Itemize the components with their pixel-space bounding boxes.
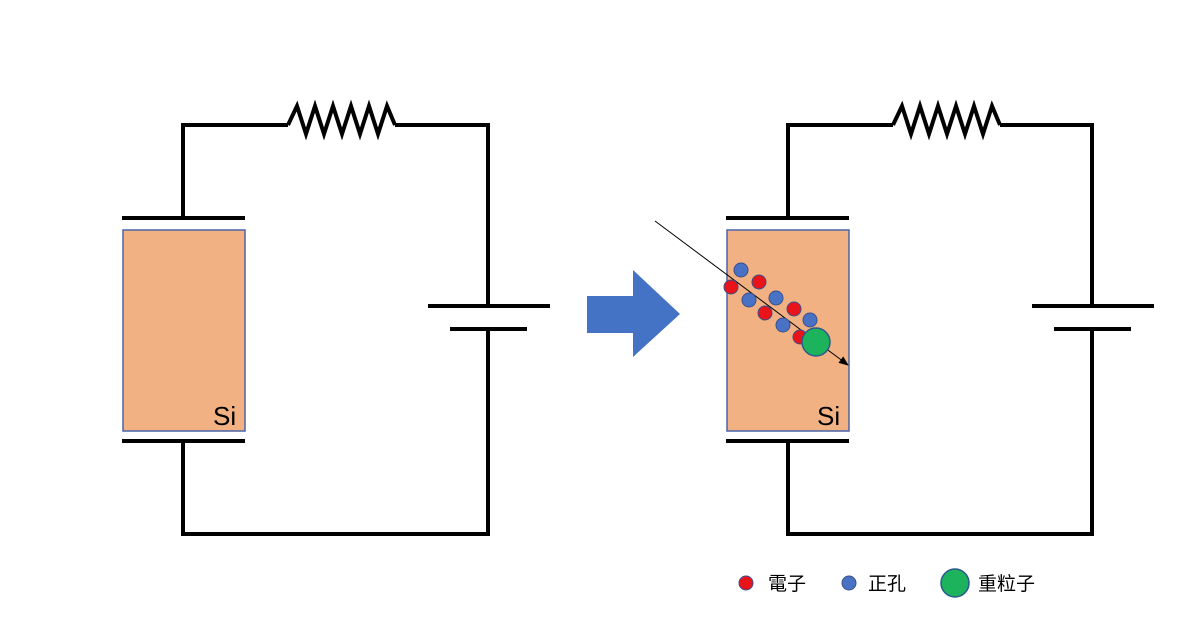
left-silicon-detector [122,229,246,432]
left-wire-top [181,123,288,218]
transition-arrow [587,270,680,357]
right-resistor [891,99,1002,141]
legend-hole-label: 正孔 [868,573,906,595]
legend-heavy-particle-icon [940,568,970,598]
hole-dot [768,290,784,306]
legend-heavy-particle-label: 重粒子 [978,573,1035,595]
right-si-label: Si [817,401,840,431]
right-wire-bottom [786,329,1094,536]
right-wire-right [1000,123,1094,306]
hole-dot [775,317,791,333]
left-resistor [286,99,397,141]
electron-dot [757,305,773,321]
legend-electron-icon [738,575,754,591]
hole-dot [802,312,818,328]
legend-hole-icon [841,575,857,591]
right-wire-top [786,123,893,218]
electron-dot [751,274,767,290]
hole-dot [733,262,749,278]
legend: 電子 正孔 重粒子 [738,568,1035,598]
left-wire-bottom [181,329,490,536]
hole-dot [741,292,757,308]
legend-electron-label: 電子 [768,573,806,595]
left-circuit: Si [122,99,550,536]
heavy-particle [801,327,831,357]
electron-dot [786,301,802,317]
electron-dot [723,279,739,295]
left-wire-right [395,123,490,306]
left-si-label: Si [213,401,236,431]
right-circuit: Si [654,99,1154,536]
